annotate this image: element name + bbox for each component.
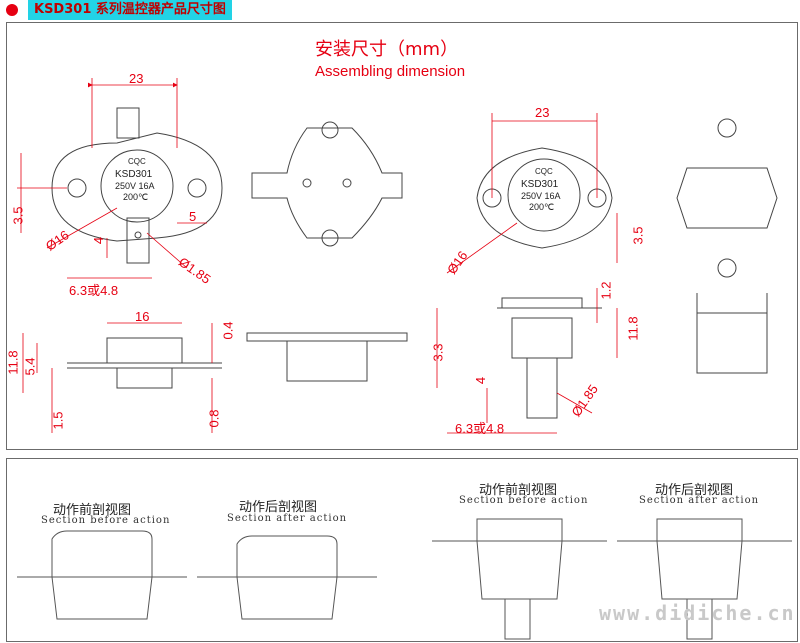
right-body-cqc: CQC: [535, 167, 553, 176]
left-side-r1-label: 0.4: [220, 321, 236, 340]
left-body-temp: 200℃: [123, 192, 149, 202]
watermark: www.didiche.cn: [599, 601, 796, 625]
dimension-panel: 安装尺寸（mm） Assembling dimension 23 3.5 5 Ø…: [6, 22, 798, 450]
left-thread-label: 3.5: [10, 206, 26, 225]
section-2-title-cn: 动作后剖视图: [239, 500, 318, 515]
right-body-temp: 200℃: [529, 202, 555, 212]
section-4-title-cn: 动作后剖视图: [655, 483, 734, 498]
right-body-rating: 250V 16A: [521, 191, 561, 201]
left-body-model: KSD301: [115, 169, 153, 180]
left-side-h3-label: 1.5: [50, 411, 66, 430]
left-front-view: [51, 107, 223, 264]
section-3-title-cn: 动作前剖视图: [479, 483, 558, 498]
left-body-rating: 250V 16A: [115, 181, 155, 191]
left-side-h2-label: 5.4: [22, 357, 38, 376]
left-body-cqc: CQC: [128, 157, 146, 166]
dimension-drawing: [17, 78, 778, 434]
section-3-title-en: Section before action: [459, 495, 589, 506]
left-tab-label: 5: [189, 209, 197, 224]
left-side-r2-label: 0.8: [206, 409, 222, 428]
left-side-h1-label: 11.8: [5, 350, 21, 375]
left-pin-label: 4: [91, 236, 107, 245]
right-side-terminal-label: 6.3或4.8: [455, 421, 505, 436]
right-body-model: KSD301: [521, 179, 559, 190]
left-width-label: 23: [129, 71, 144, 86]
right-thread-label: 3.5: [630, 226, 646, 245]
section-2-title-en: Section after action: [227, 513, 348, 524]
section-1-title-cn: 动作前剖视图: [53, 503, 132, 518]
bullet-icon: [6, 4, 18, 16]
left-terminal-label: 6.3或4.8: [69, 283, 119, 298]
right-width-label: 23: [535, 105, 550, 120]
drawing-title-cn: 安装尺寸（mm）: [315, 39, 459, 60]
right-side-t3-label: 3.3: [430, 343, 446, 362]
page-title: KSD301 系列温控器产品尺寸图: [28, 0, 232, 20]
drawing-title-en: Assembling dimension: [315, 63, 466, 80]
section-1-title-en: Section before action: [41, 515, 171, 526]
section-drawing: [17, 518, 792, 640]
page-header: KSD301 系列温控器产品尺寸图: [0, 0, 800, 20]
right-side-t1-label: 1.2: [598, 281, 614, 300]
section-4-title-en: Section after action: [639, 495, 760, 506]
right-side-t2-label: 11.8: [625, 316, 641, 341]
left-side-top-label: 16: [135, 309, 150, 324]
section-panel: 动作前剖视图 Section before action 动作后剖视图 Sect…: [6, 458, 798, 642]
right-side-pin-label: 4: [473, 376, 489, 385]
